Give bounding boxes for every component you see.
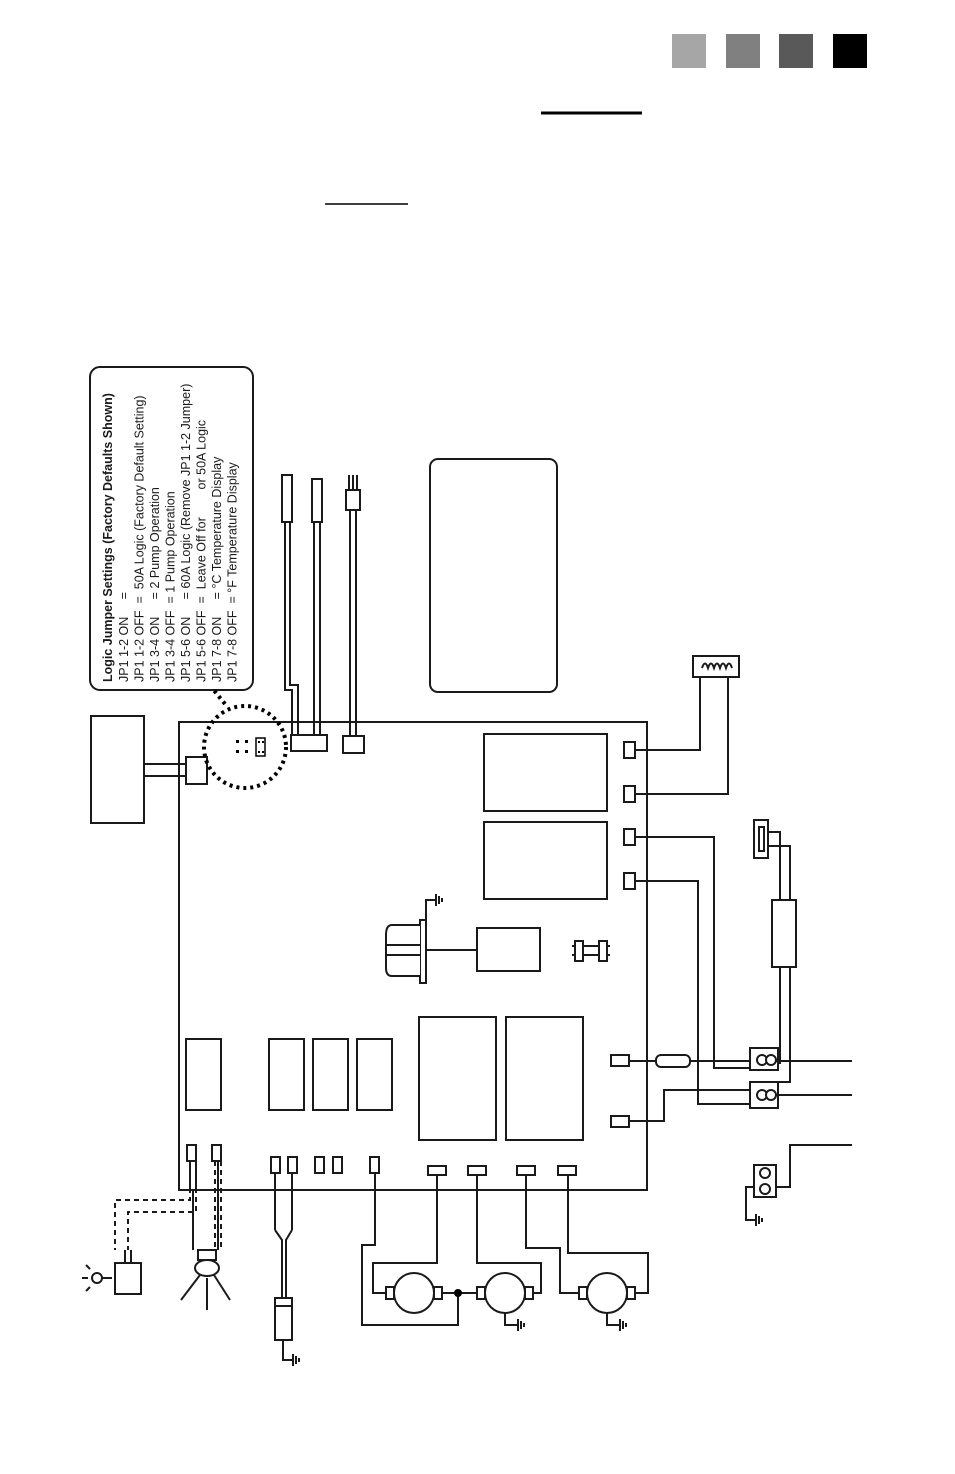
jumper-row: JP1 7-8 ON = °C Temperature Display xyxy=(210,456,224,682)
ground-icon xyxy=(435,894,443,906)
jumper-row: JP1 1-2 ON = xyxy=(117,592,131,682)
ground-terminal xyxy=(745,1144,852,1226)
terminal xyxy=(610,1054,630,1067)
terminal xyxy=(610,1115,630,1128)
swatch-gray xyxy=(726,34,760,68)
aux-relay xyxy=(185,1038,222,1111)
ground-icon xyxy=(619,1319,627,1331)
jumper-row: JP1 1-2 OFF = 50A Logic (Factory Default… xyxy=(133,395,147,682)
board-fuse xyxy=(572,940,610,962)
ground-icon xyxy=(292,1354,300,1366)
jumper-row: JP1 3-4 OFF = 1 Pump Operation xyxy=(164,491,178,682)
jumper-row: JP1 5-6 OFF = Leave Off for or 50A Logic xyxy=(195,420,209,682)
relay-lower xyxy=(483,821,608,900)
jumper-block-callout xyxy=(202,686,288,790)
jumper-row: JP1 7-8 OFF = °F Temperature Display xyxy=(226,461,240,682)
jumper-row: JP1 5-6 ON = 60A Logic (Remove JP1 1-2 J… xyxy=(179,384,193,682)
temperature-sensors xyxy=(281,474,328,752)
jumper-row: JP1 3-4 ON = 2 Pump Operation xyxy=(148,487,162,682)
light-bulb-icon xyxy=(82,1264,112,1292)
topside-panel xyxy=(90,715,208,824)
terminal xyxy=(623,828,636,846)
pump-relay xyxy=(312,1038,349,1111)
jumper-settings-box: Logic Jumper Settings (Factory Defaults … xyxy=(89,366,254,691)
ozonator xyxy=(274,1173,300,1366)
swatch-dark-gray xyxy=(779,34,813,68)
heater-coil-icon xyxy=(635,655,740,795)
blank-label-box xyxy=(429,458,558,693)
pump-motor-icon xyxy=(385,1272,636,1314)
transformer xyxy=(385,894,541,984)
shade-swatches xyxy=(672,34,867,68)
relay-upper xyxy=(483,733,608,812)
air-blower xyxy=(180,1161,231,1310)
pump-relay xyxy=(356,1038,393,1111)
terminal xyxy=(623,741,636,759)
ground-icon xyxy=(517,1319,525,1331)
swatch-black xyxy=(833,34,867,68)
relay-bank-right xyxy=(505,1016,584,1141)
terminal xyxy=(623,872,636,890)
terminal xyxy=(623,785,636,803)
pump-wiring xyxy=(361,1173,649,1326)
jumper-pins xyxy=(236,737,266,757)
relay-bank-left xyxy=(418,1016,497,1141)
ground-icon xyxy=(755,1214,763,1226)
swatch-light-gray xyxy=(672,34,706,68)
power-input xyxy=(629,819,852,1122)
light-wiring xyxy=(114,1161,197,1295)
pump-relay xyxy=(268,1038,305,1111)
flow-switch-connector xyxy=(342,475,365,754)
jumper-title: Logic Jumper Settings (Factory Defaults … xyxy=(101,393,115,682)
